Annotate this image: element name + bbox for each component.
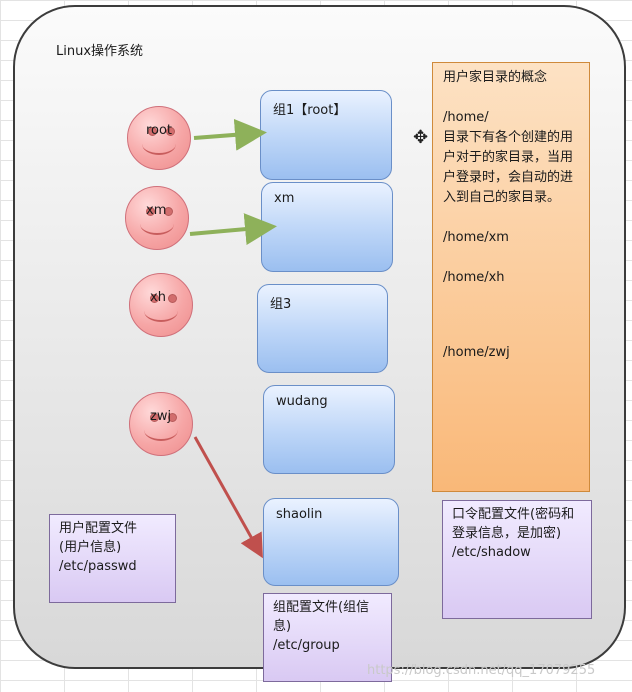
arrow-zwj-to-shaolin xyxy=(193,436,263,559)
home-dir-label: xm xyxy=(274,191,295,206)
shadow-note-path: /etc/shadow xyxy=(452,545,531,560)
group-note-text: 组配置文件(组信息) xyxy=(273,600,370,634)
home-dir-label: wudang xyxy=(276,394,328,409)
user-name: xh xyxy=(150,290,166,305)
move-cursor-icon: ✥ xyxy=(413,127,429,148)
home-dir-label: 组3 xyxy=(270,297,292,312)
home-dir-group3: 组3 xyxy=(257,284,388,373)
user-name: zwj xyxy=(150,409,172,424)
home-dir-root: 组1【root】 xyxy=(260,90,392,180)
passwd-note-line2: (用户信息) xyxy=(59,540,122,555)
os-title: Linux操作系统 xyxy=(56,44,144,59)
user-name: xm xyxy=(146,203,167,218)
watermark: https://blog.csdn.net/qq_17079255 xyxy=(367,663,596,678)
home-dir-label: 组1【root】 xyxy=(273,103,347,118)
arrow-xm-to-home xyxy=(189,213,277,246)
smile-icon xyxy=(144,419,178,441)
user-zwj-face: zwj xyxy=(129,392,193,456)
concept-title: 用户家目录的概念 xyxy=(443,70,548,85)
concept-description: 目录下有各个创建的用户对于的家目录，当用户登录时，会自动的进入到自己的家目录。 xyxy=(443,130,574,205)
home-dir-shaolin: shaolin xyxy=(263,498,399,586)
concept-example-xh: /home/xh xyxy=(443,270,505,285)
smile-icon xyxy=(140,213,174,235)
group-note-path: /etc/group xyxy=(273,638,340,653)
passwd-note-path: /etc/passwd xyxy=(59,559,137,574)
user-root-face: root xyxy=(127,106,191,170)
user-xm-face: xm xyxy=(125,186,189,250)
user-xh-face: xh xyxy=(129,273,193,337)
group-note: 组配置文件(组信息) /etc/group xyxy=(263,593,392,682)
home-dir-label: shaolin xyxy=(276,507,323,522)
shadow-note: 口令配置文件(密码和登录信息，是加密) /etc/shadow xyxy=(442,500,592,619)
smile-icon xyxy=(144,300,178,322)
home-dir-xm: xm xyxy=(261,182,393,272)
concept-path: /home/ xyxy=(443,110,489,125)
arrow-root-to-home xyxy=(193,118,267,151)
shadow-note-text: 口令配置文件(密码和登录信息，是加密) xyxy=(452,507,575,541)
passwd-note-line1: 用户配置文件 xyxy=(59,521,138,536)
concept-example-zwj: /home/zwj xyxy=(443,345,510,360)
passwd-note: 用户配置文件 (用户信息) /etc/passwd xyxy=(49,514,176,603)
home-dir-concept-panel: 用户家目录的概念 /home/ 目录下有各个创建的用户对于的家目录，当用户登录时… xyxy=(432,62,590,492)
user-name: root xyxy=(145,123,173,138)
smile-icon xyxy=(142,133,176,155)
concept-example-xm: /home/xm xyxy=(443,230,509,245)
home-dir-wudang: wudang xyxy=(263,385,395,474)
